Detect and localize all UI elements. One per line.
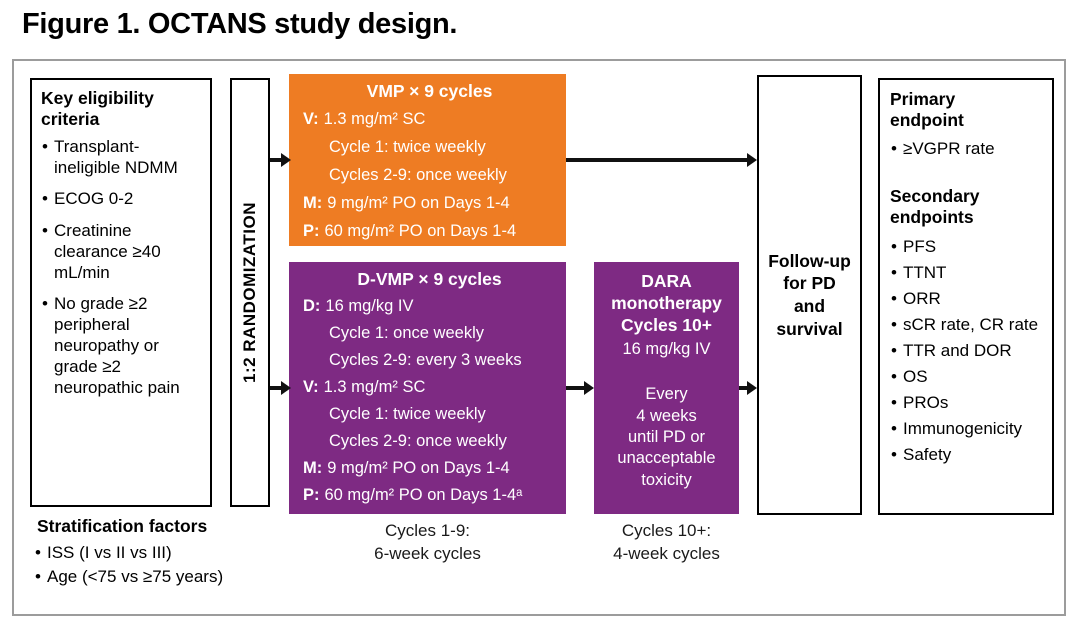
dvmp-arm-title: D-VMP × 9 cycles: [357, 269, 502, 289]
secondary-endpoints-list: PFS TTNT ORR sCR rate, CR rate TTR and D…: [890, 234, 1044, 468]
regimen-line: Cycles 2-9: once weekly: [303, 428, 556, 455]
drug-letter: M:: [303, 459, 323, 477]
regimen-text: 9 mg/m² PO on Days 1-4: [327, 194, 510, 212]
regimen-text: 1.3 mg/m² SC: [323, 378, 426, 396]
regimen-line: Cycle 1: twice weekly: [303, 133, 556, 161]
endpoint-item: TTR and DOR: [890, 338, 1044, 364]
drug-letter: P:: [303, 222, 320, 240]
followup-label: Follow-up for PD and survival: [768, 250, 851, 339]
endpoint-item: TTNT: [890, 260, 1044, 286]
regimen-text: 1.3 mg/m² SC: [323, 110, 426, 128]
diagram-frame: Key eligibility criteria Transplant-inel…: [12, 59, 1066, 616]
eligibility-list: Transplant-ineligible NDMM ECOG 0-2 Crea…: [41, 136, 202, 398]
endpoint-item: PROs: [890, 390, 1044, 416]
vmp-regimen-lines: V:1.3 mg/m² SC Cycle 1: twice weekly Cyc…: [303, 105, 556, 245]
vmp-arm-title: VMP × 9 cycles: [366, 81, 493, 101]
endpoint-item: sCR rate, CR rate: [890, 312, 1044, 338]
eligibility-item: ECOG 0-2: [41, 188, 202, 209]
cycle-label-line: Cycles 10+:: [621, 521, 712, 540]
dara-monotherapy-box: DARA monotherapy Cycles 10+ 16 mg/kg IV …: [594, 262, 739, 514]
regimen-line: M:9 mg/m² PO on Days 1-4: [303, 189, 556, 217]
stratification-list: ISS (I vs II vs III) Age (<75 vs ≥75 yea…: [34, 542, 284, 588]
randomization-label: 1:2 RANDOMIZATION: [240, 201, 259, 383]
regimen-line: Cycles 2-9: every 3 weeks: [303, 347, 556, 374]
dvmp-cycle-length-label: Cycles 1-9: 6-week cycles: [289, 519, 566, 565]
endpoint-item: Immunogenicity: [890, 416, 1044, 442]
endpoints-box: Primary endpoint ≥VGPR rate Secondary en…: [878, 78, 1054, 515]
regimen-text: Cycles 2-9: once weekly: [329, 432, 507, 450]
drug-letter: V:: [303, 378, 319, 396]
arrow-dvmp-to-dara: [566, 381, 594, 395]
dara-cycle-length-label: Cycles 10+: 4-week cycles: [594, 519, 739, 565]
regimen-line: V:1.3 mg/m² SC: [303, 374, 556, 401]
endpoint-item: OS: [890, 364, 1044, 390]
dara-schedule: Every 4 weeks until PD or unacceptable t…: [617, 385, 716, 489]
cycle-label-line: Cycles 1-9:: [384, 521, 471, 540]
endpoint-item: ORR: [890, 286, 1044, 312]
regimen-text: 60 mg/m² PO on Days 1-4: [324, 222, 517, 240]
stratification-section: Stratification factors ISS (I vs II vs I…: [34, 516, 284, 590]
cycle-label-line: 4-week cycles: [613, 544, 720, 563]
regimen-line: P:60 mg/m² PO on Days 1-4ᵃ: [303, 482, 556, 509]
regimen-text: Cycle 1: twice weekly: [329, 138, 486, 156]
dara-dose: 16 mg/kg IV: [622, 339, 711, 358]
endpoint-item: Safety: [890, 442, 1044, 468]
regimen-line: D:16 mg/kg IV: [303, 293, 556, 320]
cycle-label-line: 6-week cycles: [374, 544, 481, 563]
regimen-text: 16 mg/kg IV: [325, 297, 414, 315]
primary-endpoint-heading: Primary endpoint: [890, 89, 964, 130]
eligibility-item: No grade ≥2 peripheral neuropathy or gra…: [41, 293, 202, 398]
dvmp-arm-box: D-VMP × 9 cycles D:16 mg/kg IV Cycle 1: …: [289, 262, 566, 514]
regimen-text: Cycle 1: once weekly: [329, 324, 484, 342]
randomization-box: 1:2 RANDOMIZATION: [230, 78, 270, 507]
arrow-dara-to-followup: [739, 381, 757, 395]
drug-letter: V:: [303, 110, 319, 128]
drug-letter: D:: [303, 297, 321, 315]
drug-letter: P:: [303, 486, 320, 504]
regimen-text: 9 mg/m² PO on Days 1-4: [327, 459, 510, 477]
stratification-item: Age (<75 vs ≥75 years): [34, 566, 284, 588]
stratification-heading: Stratification factors: [37, 516, 208, 536]
eligibility-item: Creatinine clearance ≥40 mL/min: [41, 220, 202, 283]
arrow-randomization-to-dvmp: [270, 381, 291, 395]
regimen-line: Cycle 1: twice weekly: [303, 401, 556, 428]
regimen-line: M:9 mg/m² PO on Days 1-4: [303, 455, 556, 482]
eligibility-item: Transplant-ineligible NDMM: [41, 136, 202, 178]
regimen-line: P:60 mg/m² PO on Days 1-4: [303, 217, 556, 245]
regimen-line: V:1.3 mg/m² SC: [303, 105, 556, 133]
figure-title: Figure 1. OCTANS study design.: [22, 8, 458, 40]
regimen-line: Cycles 2-9: once weekly: [303, 161, 556, 189]
stratification-item: ISS (I vs II vs III): [34, 542, 284, 564]
vmp-arm-box: VMP × 9 cycles V:1.3 mg/m² SC Cycle 1: t…: [289, 74, 566, 246]
arrow-vmp-to-followup: [566, 153, 757, 167]
eligibility-box: Key eligibility criteria Transplant-inel…: [30, 78, 212, 507]
drug-letter: M:: [303, 194, 323, 212]
regimen-line: Cycle 1: once weekly: [303, 320, 556, 347]
dvmp-regimen-lines: D:16 mg/kg IV Cycle 1: once weekly Cycle…: [303, 293, 556, 509]
dara-title: DARA monotherapy Cycles 10+: [611, 271, 722, 336]
regimen-text: 60 mg/m² PO on Days 1-4ᵃ: [324, 486, 523, 504]
regimen-text: Cycles 2-9: every 3 weeks: [329, 351, 522, 369]
followup-box: Follow-up for PD and survival: [757, 75, 862, 515]
regimen-text: Cycles 2-9: once weekly: [329, 166, 507, 184]
endpoint-item: ≥VGPR rate: [890, 136, 1044, 162]
eligibility-heading: Key eligibility criteria: [41, 88, 154, 129]
endpoint-item: PFS: [890, 234, 1044, 260]
regimen-text: Cycle 1: twice weekly: [329, 405, 486, 423]
arrow-randomization-to-vmp: [270, 153, 291, 167]
secondary-endpoints-heading: Secondary endpoints: [890, 186, 980, 227]
primary-endpoint-list: ≥VGPR rate: [890, 136, 1044, 162]
